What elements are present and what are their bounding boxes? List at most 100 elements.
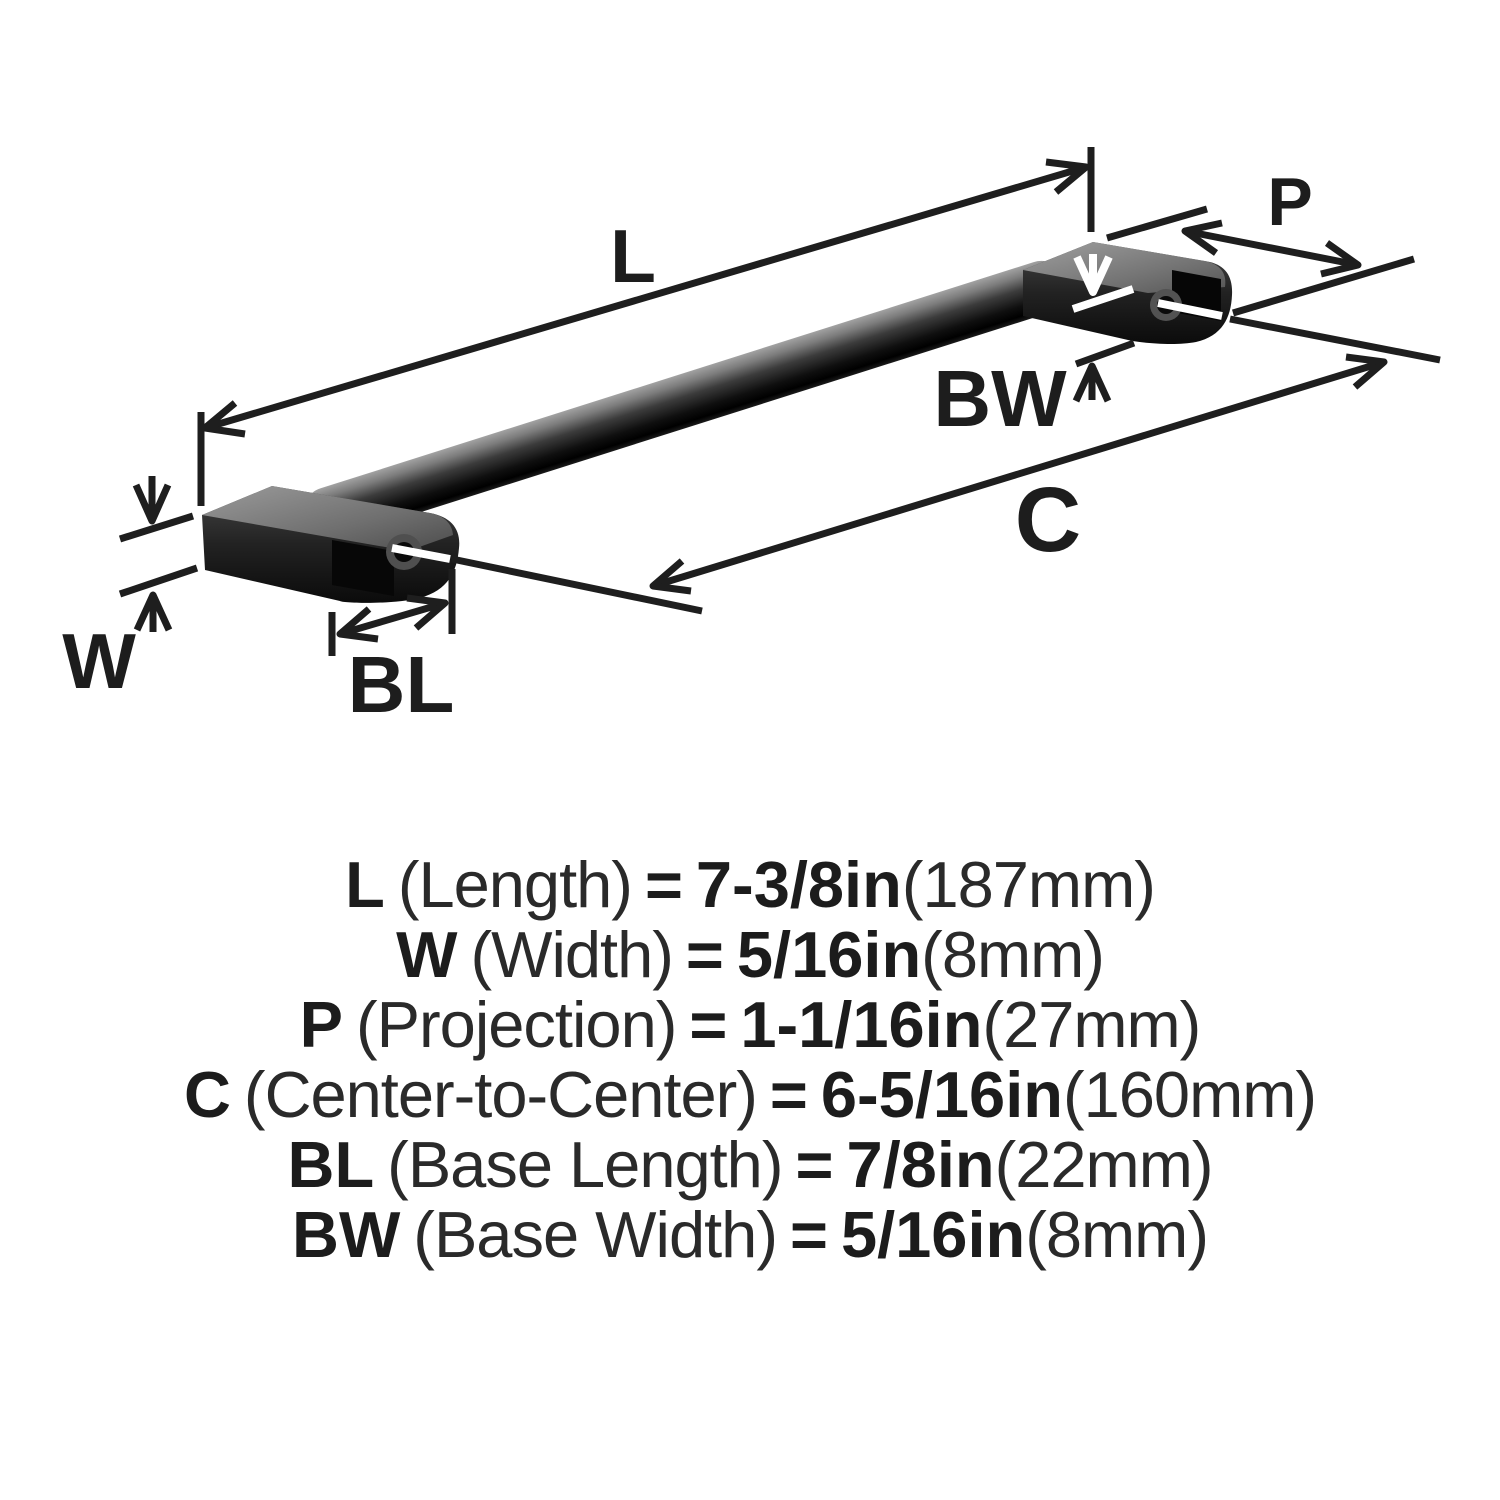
spec-metric: 160mm — [1083, 1058, 1297, 1131]
equals-sign: = — [795, 1128, 834, 1201]
p-arrowhead-left-icon — [1181, 219, 1223, 256]
close-paren: ) — [1179, 988, 1202, 1061]
spec-list: L(Length)=7-3/8in(187mm) W(Width)=5/16in… — [0, 850, 1500, 1270]
w-witness-upper — [118, 512, 195, 543]
spec-symbol: BW — [292, 1198, 401, 1271]
equals-sign: = — [789, 1198, 828, 1271]
spec-imperial: 6-5/16in — [820, 1058, 1063, 1131]
spec-name: Width — [491, 918, 653, 991]
open-paren: ( — [470, 918, 492, 991]
open-paren: ( — [413, 1198, 435, 1271]
bl-arrowhead-right-icon — [406, 594, 449, 631]
spec-symbol: C — [183, 1058, 231, 1131]
close-paren: ) — [611, 848, 633, 921]
equals-sign: = — [685, 918, 724, 991]
p-witness-right — [1231, 255, 1416, 317]
spec-imperial: 7/8in — [846, 1128, 995, 1201]
open-paren: ( — [921, 918, 943, 991]
bw-white-tick — [1071, 285, 1135, 313]
close-paren: ) — [756, 1198, 778, 1271]
bl-dim-line — [339, 599, 446, 638]
handle-bar — [302, 260, 1068, 541]
spec-metric: 22mm — [1015, 1128, 1193, 1201]
spec-line-width: W(Width)=5/16in(8mm) — [0, 920, 1500, 990]
spec-line-projection: P(Projection)=1-1/16in(27mm) — [0, 990, 1500, 1060]
p-dim-line — [1184, 227, 1359, 269]
c-dim-line — [651, 358, 1386, 590]
spec-name: Center-to-Center — [264, 1058, 738, 1131]
open-paren: ( — [387, 1128, 409, 1201]
left-base-slot — [332, 540, 394, 596]
close-paren: ) — [1083, 918, 1105, 991]
spec-line-center-to-center: C(Center-to-Center)=6-5/16in(160mm) — [0, 1060, 1500, 1130]
spec-line-base-length: BL(Base Length)=7/8in(22mm) — [0, 1130, 1500, 1200]
spec-imperial: 7-3/8in — [695, 848, 902, 921]
spec-metric: 8mm — [1045, 1198, 1188, 1271]
close-paren: ) — [1134, 848, 1156, 921]
close-paren: ) — [655, 988, 678, 1061]
close-paren: ) — [736, 1058, 758, 1131]
left-hole-axis-white — [391, 544, 451, 563]
dimension-lines — [118, 147, 1441, 656]
bw-white-arrowhead-icon — [1073, 255, 1113, 296]
c-witness-left — [451, 555, 703, 615]
open-paren: ( — [901, 848, 924, 921]
spec-name: Length — [418, 848, 612, 921]
label-projection: P — [1267, 164, 1312, 240]
close-paren: ) — [652, 918, 674, 991]
spec-symbol: P — [299, 988, 344, 1061]
open-paren: ( — [982, 988, 1004, 1061]
spec-symbol: L — [345, 848, 385, 921]
spec-name: Base Width — [433, 1198, 757, 1271]
w-witness-lower — [118, 564, 199, 598]
w-lower-arrowhead-icon — [133, 591, 173, 632]
label-center-to-center: C — [1015, 469, 1081, 571]
p-arrowhead-right-icon — [1320, 240, 1362, 278]
open-paren: ( — [994, 1128, 1017, 1201]
left-base-top-face — [202, 486, 453, 551]
equals-sign: = — [689, 988, 728, 1061]
c-arrowhead-left-icon — [649, 558, 692, 595]
dimension-diagram: L W P C BL BW — [62, 147, 1441, 729]
spec-symbol: BL — [287, 1128, 375, 1201]
bw-black-tick — [1074, 339, 1136, 368]
label-width: W — [62, 617, 136, 705]
close-paren: ) — [1187, 1198, 1209, 1271]
spec-imperial: 5/16in — [736, 918, 922, 991]
close-paren: ) — [1191, 1128, 1214, 1201]
open-paren: ( — [1062, 1058, 1085, 1131]
l-dim-line — [204, 163, 1087, 432]
close-paren: ) — [1295, 1058, 1317, 1131]
c-witness-right — [1229, 315, 1441, 364]
spec-line-base-width: BW(Base Width)=5/16in(8mm) — [0, 1200, 1500, 1270]
white-witness-marks — [391, 254, 1223, 563]
w-upper-arrowhead-icon — [132, 483, 172, 525]
spec-metric: 8mm — [941, 918, 1084, 991]
l-arrowhead-left-icon — [201, 400, 246, 438]
spec-metric: 187mm — [922, 848, 1135, 921]
label-length: L — [610, 214, 656, 298]
spec-imperial: 1-1/16in — [740, 988, 983, 1061]
open-paren: ( — [397, 848, 420, 921]
label-base-length: BL — [348, 640, 455, 729]
spec-metric: 27mm — [1003, 988, 1181, 1061]
right-hole-axis-white — [1157, 299, 1223, 320]
open-paren: ( — [1025, 1198, 1047, 1271]
spec-line-length: L(Length)=7-3/8in(187mm) — [0, 850, 1500, 920]
spec-name: Base Length — [407, 1128, 763, 1201]
spec-name: Projection — [376, 988, 657, 1061]
bw-black-arrowhead-icon — [1072, 362, 1112, 403]
open-paren: ( — [356, 988, 378, 1061]
open-paren: ( — [243, 1058, 266, 1131]
spec-symbol: W — [396, 918, 458, 991]
l-arrowhead-right-icon — [1045, 158, 1090, 195]
equals-sign: = — [644, 848, 683, 921]
c-arrowhead-right-icon — [1345, 353, 1388, 390]
label-base-width: BW — [933, 354, 1067, 443]
diagram-labels: L W P C BL BW — [62, 164, 1312, 729]
equals-sign: = — [769, 1058, 808, 1131]
spec-imperial: 5/16in — [840, 1198, 1026, 1271]
close-paren: ) — [761, 1128, 784, 1201]
p-witness-left — [1106, 205, 1208, 242]
